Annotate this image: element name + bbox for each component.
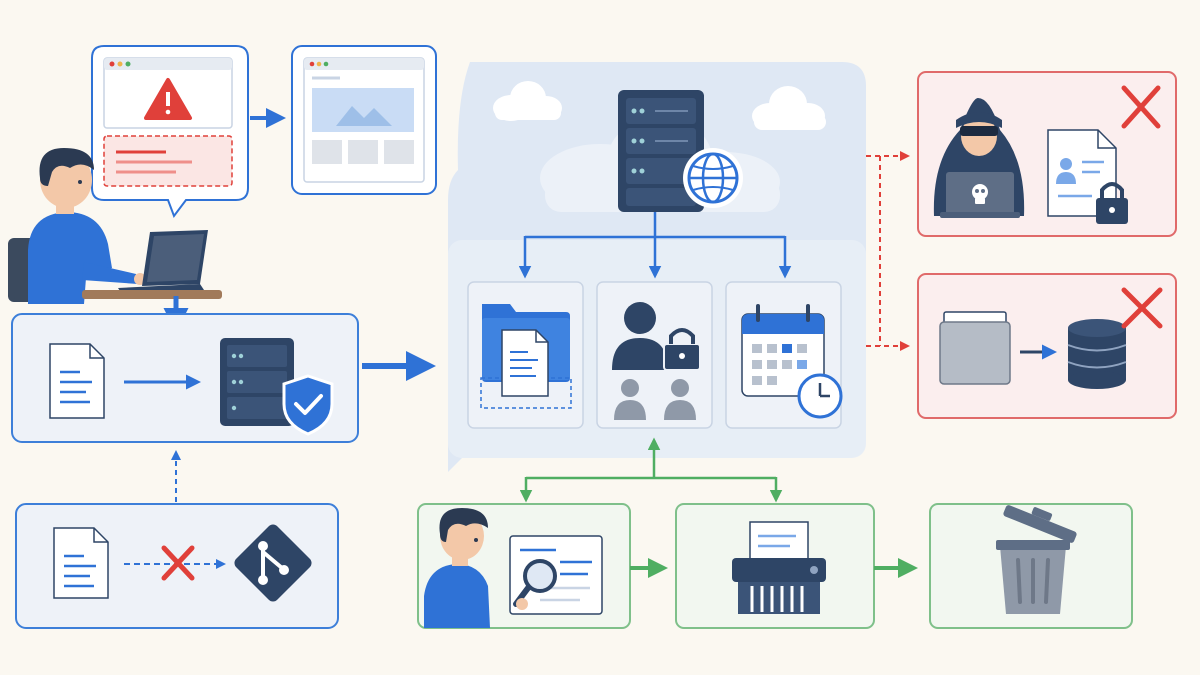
error-message-box <box>103 135 233 187</box>
document-icon <box>501 329 549 397</box>
server-icon <box>618 90 704 212</box>
desk <box>82 290 222 299</box>
trash-icon <box>996 505 1077 614</box>
person-icon <box>424 508 490 628</box>
blocked-commit-panel <box>15 503 339 629</box>
browser-preview-window <box>291 45 437 195</box>
users-card[interactable] <box>596 281 713 429</box>
red-dashed-connectors <box>866 151 910 351</box>
trash-panel <box>929 503 1133 629</box>
locked-user-icon <box>612 302 701 371</box>
cross-icon <box>161 545 195 581</box>
warning-icon <box>144 78 192 120</box>
hooded-hacker-icon <box>933 98 1025 218</box>
distribution-arrows <box>518 212 792 279</box>
cloud-region <box>448 62 866 472</box>
cloud-icon <box>752 86 826 130</box>
person-icon <box>28 148 146 304</box>
git-icon <box>234 524 312 602</box>
protected-storage-panel <box>11 313 359 443</box>
warning-browser-callout <box>91 45 249 219</box>
green-branch-arrows <box>519 437 783 503</box>
skull-icon <box>972 184 988 204</box>
calendar-icon <box>741 304 825 397</box>
review-panel <box>417 503 631 629</box>
document-icon <box>49 343 105 419</box>
document-icon <box>53 527 109 599</box>
cross-icon <box>1121 85 1161 129</box>
users-icon <box>614 379 696 420</box>
shredder-panel <box>675 503 875 629</box>
laptop-icon <box>118 230 208 294</box>
shield-check-icon <box>282 374 334 436</box>
folder-card[interactable] <box>467 281 584 429</box>
folder-icon <box>939 311 1011 385</box>
image-placeholder-icon <box>312 88 414 132</box>
exfiltration-panel <box>917 273 1177 419</box>
cloud-icon <box>493 81 562 121</box>
attacker-panel <box>917 71 1177 237</box>
calendar-card[interactable] <box>725 281 843 429</box>
shredder-icon <box>732 521 826 614</box>
clock-icon <box>797 373 843 419</box>
cross-icon <box>1121 287 1163 329</box>
database-icon <box>1067 319 1127 389</box>
server-icon <box>220 338 294 426</box>
globe-icon <box>683 148 743 208</box>
locked-document-icon <box>1047 129 1128 224</box>
developer-at-laptop <box>8 148 222 304</box>
